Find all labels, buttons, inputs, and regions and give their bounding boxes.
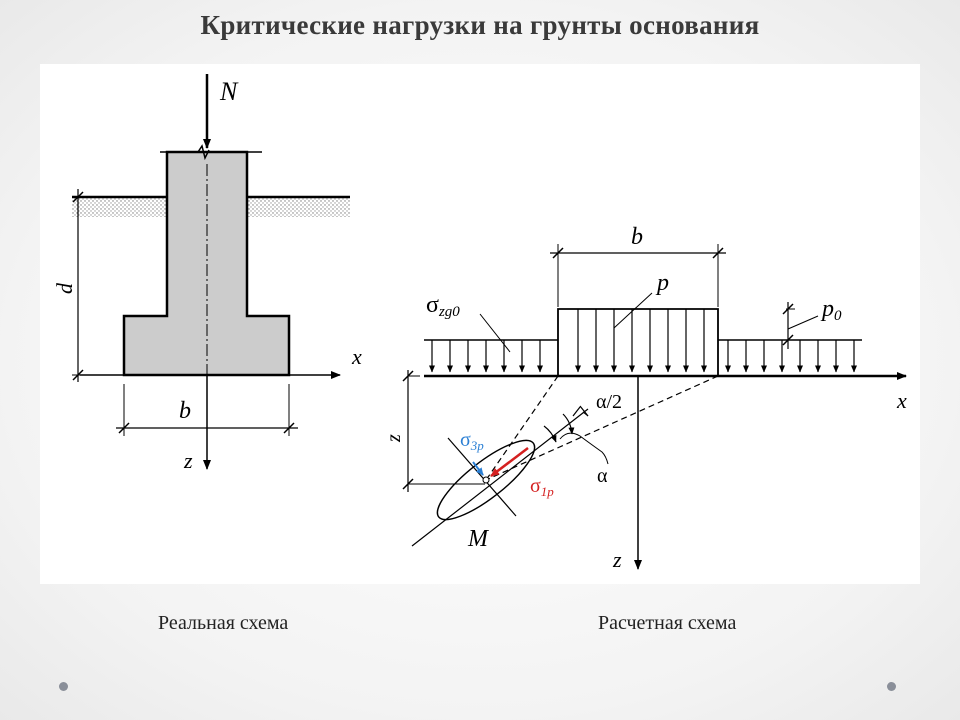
perpendicular-line	[447, 437, 517, 517]
label-sigma3p: σ3p	[460, 429, 484, 453]
sigma-zg0-arrows-left	[429, 340, 543, 373]
leader-sigma-zg0	[479, 313, 511, 353]
alpha-half-arc-2	[562, 413, 575, 435]
ray-left	[485, 375, 559, 481]
soil-hatch-left	[72, 197, 167, 217]
ray-right	[485, 375, 719, 481]
diagram-svg: N x z d b x z	[52, 74, 907, 572]
point-M	[482, 476, 490, 484]
break-mark	[197, 144, 210, 161]
sigma1p-arrow	[490, 447, 529, 477]
leader-p	[613, 292, 653, 329]
real-scheme: N x z d b	[52, 74, 362, 473]
alpha-half-arc-1	[543, 425, 557, 443]
label-z-dim: z	[383, 434, 405, 443]
label-M: M	[467, 526, 490, 552]
label-b-right: b	[631, 224, 643, 250]
label-alpha-half: α/2	[596, 391, 622, 413]
label-sigma-zg0: σzg0	[426, 292, 460, 320]
caption-design-scheme: Расчетная схема	[598, 612, 737, 634]
label-d: d	[52, 282, 77, 294]
bisector-line	[411, 408, 589, 547]
leader-p0	[787, 315, 819, 330]
slide-dot-right	[887, 682, 896, 691]
design-scheme: x z	[383, 224, 907, 572]
label-alpha: α	[597, 465, 608, 487]
slide-dot-left	[59, 682, 68, 691]
soil-hatch-right	[247, 197, 350, 217]
leader-alpha	[559, 432, 609, 465]
load-p-arrows	[575, 309, 707, 373]
label-N: N	[219, 77, 239, 106]
load-p-block	[557, 308, 719, 376]
label-x-left: x	[351, 344, 362, 369]
diagram-panel: N x z d b x z	[40, 64, 920, 584]
label-b-left: b	[179, 398, 191, 424]
caption-real-scheme: Реальная схема	[158, 612, 289, 634]
label-z-axis-right: z	[612, 547, 622, 572]
slide-title: Критические нагрузки на грунты основания	[200, 10, 760, 40]
label-sigma1p: σ1p	[530, 475, 554, 499]
label-z-left: z	[183, 448, 193, 473]
label-p0: p0	[820, 296, 842, 324]
sigma-zg0-arrows-right	[725, 340, 857, 373]
label-x-right: x	[896, 388, 907, 413]
sigma3p-arrow	[472, 461, 484, 476]
label-p: p	[655, 270, 669, 296]
